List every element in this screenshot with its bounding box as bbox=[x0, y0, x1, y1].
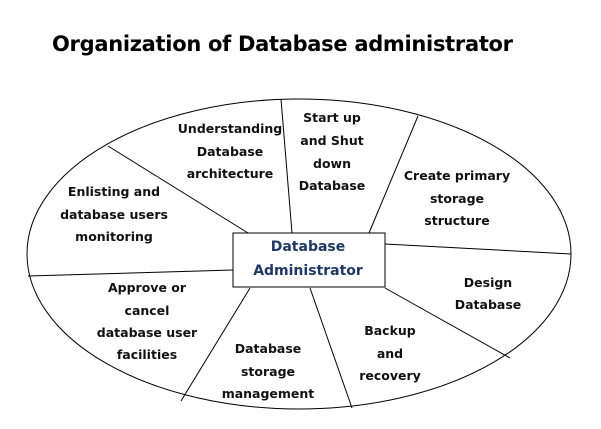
divider-line bbox=[309, 287, 353, 409]
center-label-line: Database bbox=[271, 239, 346, 255]
divider-line bbox=[180, 287, 251, 402]
divider-line bbox=[384, 243, 572, 255]
segment-design: Design Database bbox=[455, 275, 522, 312]
segment-label-line: Database bbox=[299, 178, 366, 193]
segment-create: Create primary storage structure bbox=[404, 168, 510, 228]
segment-label-line: down bbox=[313, 156, 351, 171]
divider-line bbox=[280, 98, 293, 234]
segment-startup: Start up and Shut down Database bbox=[299, 110, 366, 193]
center-label-line: Administrator bbox=[253, 263, 363, 279]
segment-label-line: recovery bbox=[359, 368, 421, 383]
segment-label-line: cancel bbox=[125, 303, 170, 318]
segment-label-line: Database bbox=[235, 341, 302, 356]
divider-line bbox=[107, 145, 249, 234]
segment-label-line: and Shut bbox=[300, 133, 363, 148]
divider-line bbox=[27, 269, 234, 277]
segment-storage: Database storage management bbox=[222, 341, 315, 401]
segment-label-line: structure bbox=[424, 213, 489, 228]
segment-label-line: architecture bbox=[187, 166, 274, 181]
segment-label-line: management bbox=[222, 386, 315, 401]
segment-backup: Backup and recovery bbox=[359, 323, 421, 383]
segment-label-line: Enlisting and bbox=[68, 184, 160, 199]
center-box bbox=[232, 232, 386, 288]
segment-label-line: storage bbox=[241, 364, 295, 379]
diagram-title: Organization of Database administrator bbox=[52, 32, 513, 56]
segment-label-line: Approve or bbox=[108, 280, 187, 295]
segment-label-line: Design bbox=[464, 275, 512, 290]
segment-label-line: Database bbox=[197, 144, 264, 159]
segment-label-line: storage bbox=[430, 191, 484, 206]
segment-label-line: monitoring bbox=[75, 229, 153, 244]
segment-enlisting: Enlisting and database users monitoring bbox=[60, 184, 168, 244]
divider-line bbox=[384, 287, 511, 359]
segment-label-line: Database bbox=[455, 297, 522, 312]
segment-label-line: Start up bbox=[303, 110, 361, 125]
segment-label-line: and bbox=[377, 346, 403, 361]
segment-label-line: Understanding bbox=[178, 121, 282, 136]
segment-label-line: database user bbox=[97, 325, 198, 340]
segment-label-line: Create primary bbox=[404, 168, 510, 183]
segment-approve: Approve or cancel database user faciliti… bbox=[97, 280, 198, 362]
divider-line bbox=[368, 115, 419, 234]
segment-label-line: Backup bbox=[364, 323, 416, 338]
segment-label-line: facilities bbox=[117, 347, 177, 362]
segment-label-line: database users bbox=[60, 207, 168, 222]
segment-understanding: Understanding Database architecture bbox=[178, 121, 282, 181]
